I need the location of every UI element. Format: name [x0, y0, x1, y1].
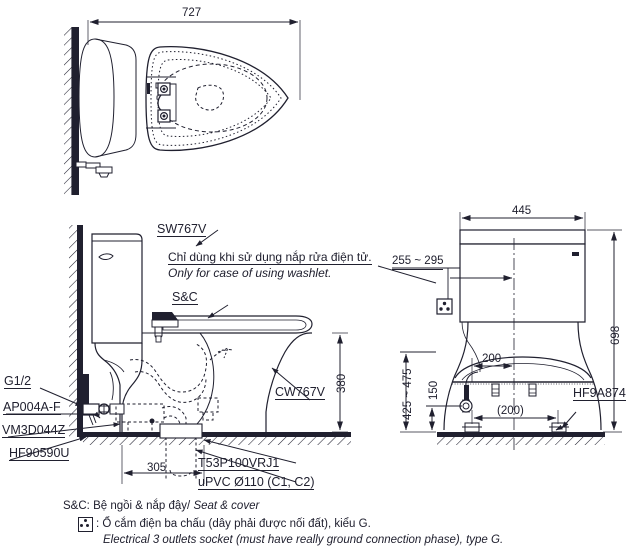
- riser-pipe: [83, 374, 89, 404]
- note-washlet-en: Only for case of using washlet.: [168, 266, 332, 280]
- tank-top-outline: [78, 38, 115, 158]
- seat-hinge-block: [152, 312, 178, 320]
- supply-stub: [464, 385, 469, 402]
- electrical-socket-icon: [78, 517, 93, 532]
- front-floor-hatch: [437, 437, 605, 445]
- dim-380: 380: [336, 373, 348, 393]
- tank-side-outline: [91, 233, 143, 344]
- leader-sw767v: [195, 229, 219, 247]
- seat-inner-1: [150, 51, 282, 146]
- leader-vm3d044z: [7, 422, 121, 438]
- seat-cover-outline: [145, 45, 289, 152]
- tag-g12: G1/2: [4, 374, 32, 389]
- top-view-group: [64, 19, 301, 195]
- bowl-water-spot: [195, 84, 225, 111]
- dim-698: 698: [610, 325, 622, 345]
- base-bolts: [462, 422, 569, 433]
- front-view-group: [392, 212, 622, 452]
- leader-sc: [207, 304, 229, 319]
- connector: [109, 403, 125, 415]
- hinge-lower: [157, 109, 171, 123]
- dim-305: 305: [147, 462, 167, 474]
- tank-lid-front: [459, 229, 586, 245]
- tag-upvc: uPVC Ø110 (C1, C2): [198, 475, 315, 490]
- wall-hatch: [64, 27, 72, 195]
- leader-washlet-note: [377, 265, 437, 284]
- pan-connector-body: [159, 423, 203, 439]
- tag-sw767v: SW767V: [157, 222, 207, 237]
- legend-sc-text: Bệ ngồi & nắp đậy/: [93, 500, 191, 512]
- socket-symbol-front: [436, 298, 453, 315]
- side-floor-hatch: [83, 437, 351, 445]
- side-view-group: [6, 225, 437, 484]
- seat-bumpers: [491, 383, 537, 397]
- tag-ap004a-f: AP004A-F: [3, 400, 61, 415]
- flush-button: [572, 252, 579, 256]
- tank-taper: [94, 38, 137, 158]
- dim-445: 445: [512, 205, 532, 217]
- legend-sc-sep: :: [86, 500, 90, 512]
- tag-cw767v: CW767V: [275, 385, 326, 400]
- dim-200-paren: (200): [497, 405, 524, 417]
- bowl-front-profile: [121, 343, 143, 432]
- tag-hf9a874: HF9A874: [573, 386, 626, 401]
- tank-front: [459, 243, 586, 323]
- angle-valve-body: [82, 403, 100, 416]
- tag-hf90590u: HF90590U: [9, 446, 70, 461]
- legend-socket-vi: Ổ cắm điện ba chấu (dây phải được nối đấ…: [102, 518, 371, 530]
- legend-sc-text-en: Seat & cover: [193, 500, 260, 512]
- dim-425-475: 425 ~ 475: [402, 368, 414, 420]
- tag-vm3d044z: VM3D044Z: [2, 423, 66, 438]
- leader-hf90590u: [9, 436, 87, 461]
- tag-seat-cover: S&C: [172, 290, 198, 305]
- seat-inner-2: [157, 59, 272, 137]
- side-floor-solid: [83, 432, 351, 437]
- seat-front-arc: [454, 356, 592, 379]
- hinge-upper: [157, 82, 171, 96]
- leader-upvc: [195, 449, 297, 483]
- seat-cover-side: [159, 315, 313, 334]
- leader-g12: [39, 387, 83, 407]
- tag-t53p100vrj1: T53P100VRJ1: [198, 456, 280, 471]
- legend-line-sc: S&C: Bệ ngồi & nắp đậy/ Seat & cover: [63, 500, 259, 514]
- side-wall-hatch: [69, 225, 77, 437]
- leader-cw767v: [271, 367, 311, 401]
- trap-dashed-2: [134, 371, 207, 403]
- leader-t53p: [203, 439, 297, 464]
- trap-dashed-1: [129, 343, 207, 393]
- legend-sc-key: S&C: [63, 500, 87, 512]
- bowl-left-profile: [443, 321, 469, 431]
- dim-150: 150: [428, 380, 440, 400]
- flush-lever: [98, 253, 114, 260]
- dim-255-295: 255 ~ 295: [392, 255, 444, 270]
- hinge-center-mark: [147, 83, 150, 94]
- legend-socket-sep: :: [96, 518, 100, 530]
- note-washlet-vi: Chỉ dùng khi sử dụng nắp rửa điện tử.: [168, 250, 372, 266]
- legend-line-socket-en: Electrical 3 outlets socket (must have r…: [103, 534, 504, 546]
- legend-line-socket-vi: : Ổ cắm điện ba chấu (dây phải được nối …: [96, 518, 371, 532]
- side-wall-solid: [77, 225, 83, 437]
- internal-box: [197, 397, 219, 413]
- bowl-outer-right: [265, 332, 312, 432]
- flange-dashed: [115, 403, 165, 423]
- bowl-right-profile: [577, 321, 602, 431]
- bowl-rim-dashed: [156, 63, 268, 133]
- front-floor-solid: [437, 432, 605, 437]
- wall-solid: [72, 27, 79, 195]
- dim-200: 200: [482, 353, 502, 365]
- dim-727: 727: [182, 7, 202, 19]
- bowl-side-curve: [187, 332, 215, 433]
